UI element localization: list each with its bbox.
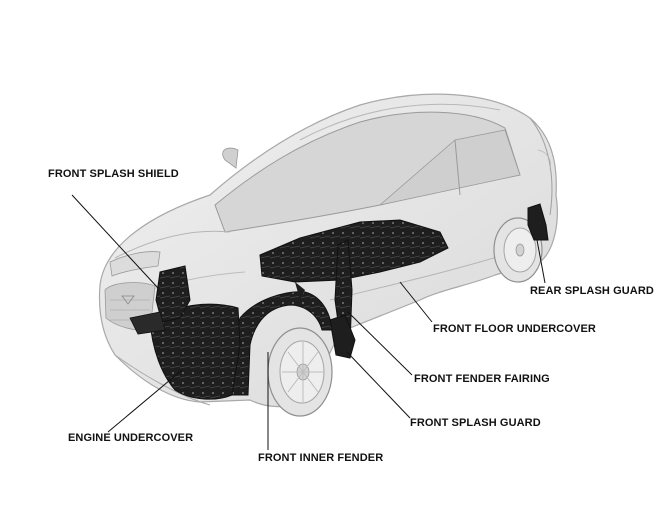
label-front-fender-fairing: FRONT FENDER FAIRING <box>414 373 550 386</box>
label-front-splash-shield: FRONT SPLASH SHIELD <box>48 168 179 181</box>
label-rear-splash-guard: REAR SPLASH GUARD <box>530 285 654 298</box>
leader-front-splash-guard <box>347 352 410 418</box>
leader-front-fender-fairing <box>348 312 412 375</box>
label-front-splash-guard: FRONT SPLASH GUARD <box>410 417 541 430</box>
label-engine-undercover: ENGINE UNDERCOVER <box>68 432 193 445</box>
label-front-floor-undercover: FRONT FLOOR UNDERCOVER <box>433 323 596 336</box>
front-wheel <box>268 328 332 416</box>
label-front-inner-fender: FRONT INNER FENDER <box>258 452 383 465</box>
